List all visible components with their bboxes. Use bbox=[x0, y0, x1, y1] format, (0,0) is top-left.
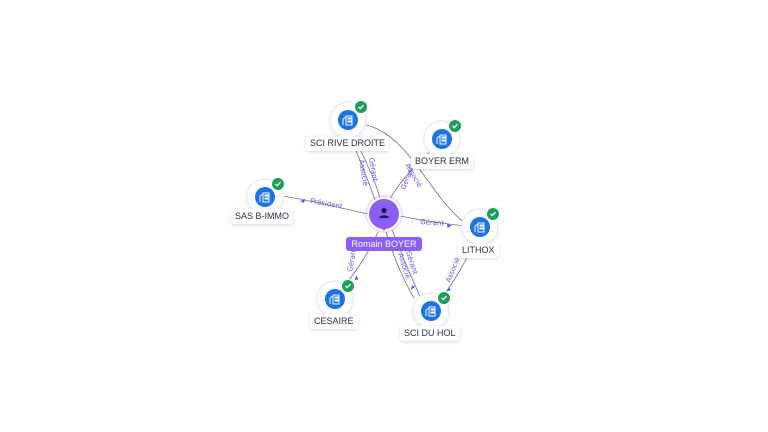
pin-tip bbox=[379, 224, 389, 231]
entity-node-cesaire[interactable] bbox=[318, 279, 355, 316]
edge-label-associe-rive: Associé bbox=[357, 159, 369, 186]
center-person-node[interactable] bbox=[369, 199, 399, 231]
center-person-label[interactable]: Romain BOYER bbox=[346, 237, 422, 251]
entity-label[interactable]: SCI RIVE DROITE bbox=[306, 136, 390, 151]
building-icon bbox=[338, 110, 358, 130]
edge-center-sas-b-immo bbox=[281, 195, 369, 215]
entity-label[interactable]: SCI DU HOL bbox=[400, 326, 460, 341]
edge-label-associe-hol-lithox: Associé bbox=[444, 256, 461, 284]
building-icon bbox=[470, 217, 490, 237]
entity-label[interactable]: BOYER ERM bbox=[411, 154, 474, 169]
entity-node-sci-du-hol[interactable] bbox=[414, 291, 451, 328]
edge-center-sci-du-hol bbox=[391, 229, 421, 297]
arrow-lithox bbox=[447, 224, 452, 228]
verified-check-icon bbox=[341, 279, 355, 293]
entity-node-sci-rive-droite[interactable] bbox=[331, 100, 368, 137]
verified-check-icon bbox=[448, 119, 462, 133]
building-icon bbox=[421, 301, 441, 321]
entity-label[interactable]: LITHOX bbox=[458, 243, 499, 258]
arrow-hol bbox=[411, 285, 415, 290]
edge-label-gerant-lithox: Gérant bbox=[420, 218, 445, 228]
verified-check-icon bbox=[271, 177, 285, 191]
verified-check-icon bbox=[486, 207, 500, 221]
verified-check-icon bbox=[354, 100, 368, 114]
building-icon bbox=[432, 129, 452, 149]
entity-node-lithox[interactable] bbox=[463, 207, 500, 244]
arrow-hol-lithox bbox=[446, 287, 451, 291]
building-icon bbox=[255, 187, 275, 207]
arrow-cesaire bbox=[355, 275, 359, 280]
building-icon bbox=[325, 289, 345, 309]
arrow-president bbox=[300, 199, 305, 203]
entity-label[interactable]: SAS B-IMMO bbox=[231, 209, 294, 224]
entity-node-boyer-erm[interactable] bbox=[425, 119, 462, 156]
edge-center-lithox bbox=[399, 215, 467, 227]
entity-node-sas-b-immo[interactable] bbox=[248, 177, 285, 214]
verified-check-icon bbox=[437, 291, 451, 305]
edge-label-president: Président bbox=[310, 197, 344, 211]
entity-label[interactable]: CESAIRE bbox=[310, 314, 358, 329]
person-icon bbox=[379, 208, 389, 218]
